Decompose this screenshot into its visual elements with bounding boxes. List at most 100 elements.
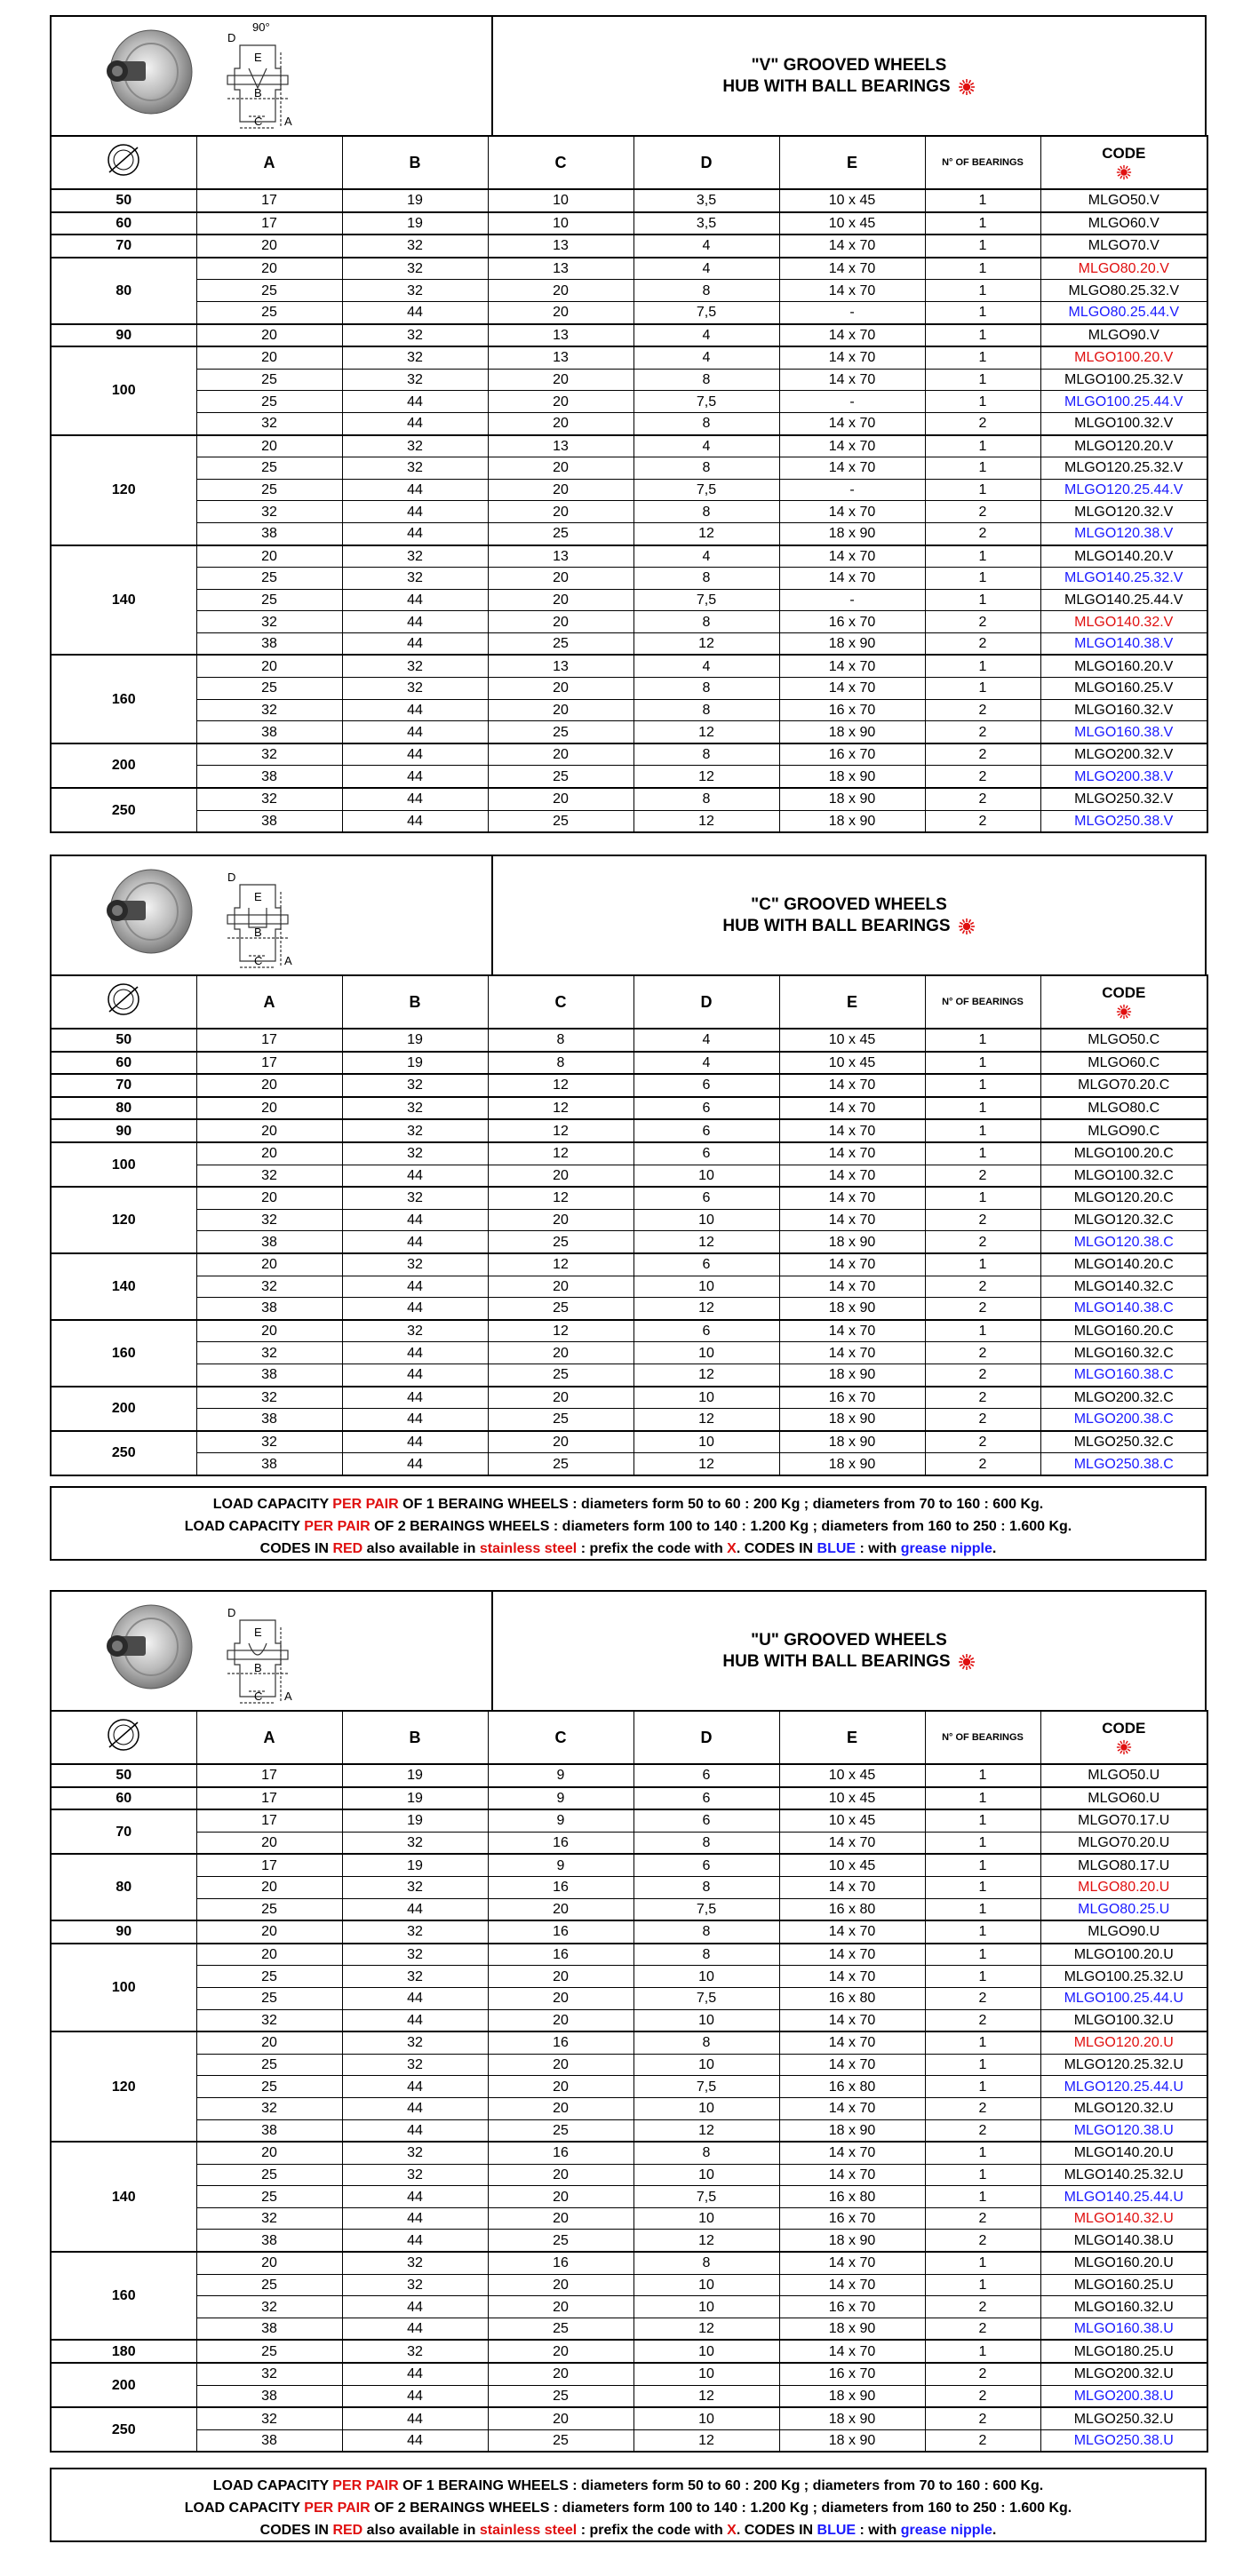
value-cell: 6 (633, 1073, 780, 1098)
value-cell: 6 (633, 1186, 780, 1210)
value-cell: 8 (633, 411, 780, 436)
value-cell: 20 (195, 2141, 343, 2165)
value-cell: 6 (633, 1785, 780, 1810)
value-cell: 14 x 70 (778, 2008, 926, 2032)
value-cell: 25 (487, 2317, 634, 2341)
value-cell: 18 x 90 (778, 720, 926, 744)
code-cell: MLGO100.25.32.V (1040, 368, 1208, 392)
value-cell: 7,5 (633, 1986, 780, 2010)
column-header: D (633, 135, 780, 190)
value-cell: 8 (633, 457, 780, 480)
value-cell: 8 (633, 1942, 780, 1967)
value-cell: 20 (487, 588, 634, 612)
diameter-cell: 60 (50, 1785, 197, 1810)
code-cell: MLGO250.38.V (1040, 809, 1208, 833)
dim-b-label: B (254, 86, 262, 99)
value-cell: 12 (633, 1363, 780, 1387)
value-cell: 20 (487, 300, 634, 325)
value-cell: 19 (341, 1763, 489, 1788)
value-cell: 7,5 (633, 1897, 780, 1921)
column-header: N° OF BEARINGS (924, 974, 1041, 1030)
diameter-cell: 200 (50, 1385, 197, 1432)
value-cell: 13 (487, 256, 634, 281)
value-cell: 1 (924, 1252, 1041, 1276)
code-cell: MLGO140.38.V (1040, 632, 1208, 656)
value-cell: 20 (487, 1164, 634, 1188)
code-cell: MLGO160.25.V (1040, 677, 1208, 700)
value-cell: 10 (633, 1965, 780, 1988)
value-cell: 18 x 90 (778, 1408, 926, 1432)
value-cell: 1 (924, 368, 1041, 392)
value-cell: 1 (924, 1897, 1041, 1921)
value-cell: 20 (487, 677, 634, 700)
diameter-icon (108, 1719, 139, 1751)
product-image-cell: D E B C A (52, 1592, 493, 1710)
value-cell: 1 (924, 1118, 1041, 1143)
value-cell: 20 (195, 234, 343, 258)
value-cell: 44 (341, 1164, 489, 1188)
value-cell: 25 (195, 279, 343, 302)
value-cell: 32 (195, 698, 343, 722)
value-cell: 6 (633, 1095, 780, 1120)
diameter-cell: 100 (50, 1942, 197, 2032)
value-cell: 32 (195, 2295, 343, 2318)
value-cell: 4 (633, 1050, 780, 1075)
value-cell: 18 x 90 (778, 1230, 926, 1254)
value-cell: 2 (924, 500, 1041, 523)
value-cell: 10 (633, 2406, 780, 2430)
diameter-cell: 200 (50, 2362, 197, 2408)
value-cell: 12 (487, 1073, 634, 1098)
value-cell: 20 (487, 2185, 634, 2208)
value-cell: 20 (487, 390, 634, 413)
value-cell: 20 (487, 478, 634, 502)
code-cell: MLGO100.32.C (1040, 1164, 1208, 1188)
value-cell: 20 (195, 1073, 343, 1098)
value-cell: 2 (924, 1341, 1041, 1364)
value-cell: 44 (341, 2229, 489, 2253)
diameter-cell: 60 (50, 1050, 197, 1075)
value-cell: 7,5 (633, 300, 780, 325)
value-cell: 12 (487, 1095, 634, 1120)
value-cell: 20 (195, 1318, 343, 1343)
value-cell: 8 (633, 1831, 780, 1855)
code-cell: MLGO100.20.U (1040, 1942, 1208, 1967)
value-cell: 14 x 70 (778, 433, 926, 458)
value-cell: 19 (341, 1785, 489, 1810)
code-cell: MLGO60.U (1040, 1785, 1208, 1810)
code-cell: MLGO120.25.32.U (1040, 2053, 1208, 2077)
code-cell: MLGO100.20.C (1040, 1141, 1208, 1165)
value-cell: 1 (924, 1318, 1041, 1343)
value-cell: 1 (924, 2031, 1041, 2055)
value-cell: 1 (924, 2273, 1041, 2297)
value-cell: 32 (341, 1186, 489, 1210)
section-title: "U" GROOVED WHEELS HUB WITH BALL BEARING… (493, 1592, 1205, 1710)
section-title-line1: "V" GROOVED WHEELS (751, 55, 947, 75)
code-cell: MLGO60.C (1040, 1050, 1208, 1075)
value-cell: 16 x 70 (778, 698, 926, 722)
section-header: 90° D E B C A "V" GROOVED WHEELS HUB WIT… (50, 15, 1207, 137)
value-cell: 1 (924, 2075, 1041, 2098)
value-cell: 14 x 70 (778, 544, 926, 568)
value-cell: 14 x 70 (778, 2251, 926, 2275)
value-cell: 4 (633, 322, 780, 347)
value-cell: 8 (633, 677, 780, 700)
value-cell: 14 x 70 (778, 2141, 926, 2165)
code-cell: MLGO250.38.C (1040, 1452, 1208, 1476)
value-cell: 2 (924, 2096, 1041, 2120)
code-cell: MLGO90.U (1040, 1920, 1208, 1944)
